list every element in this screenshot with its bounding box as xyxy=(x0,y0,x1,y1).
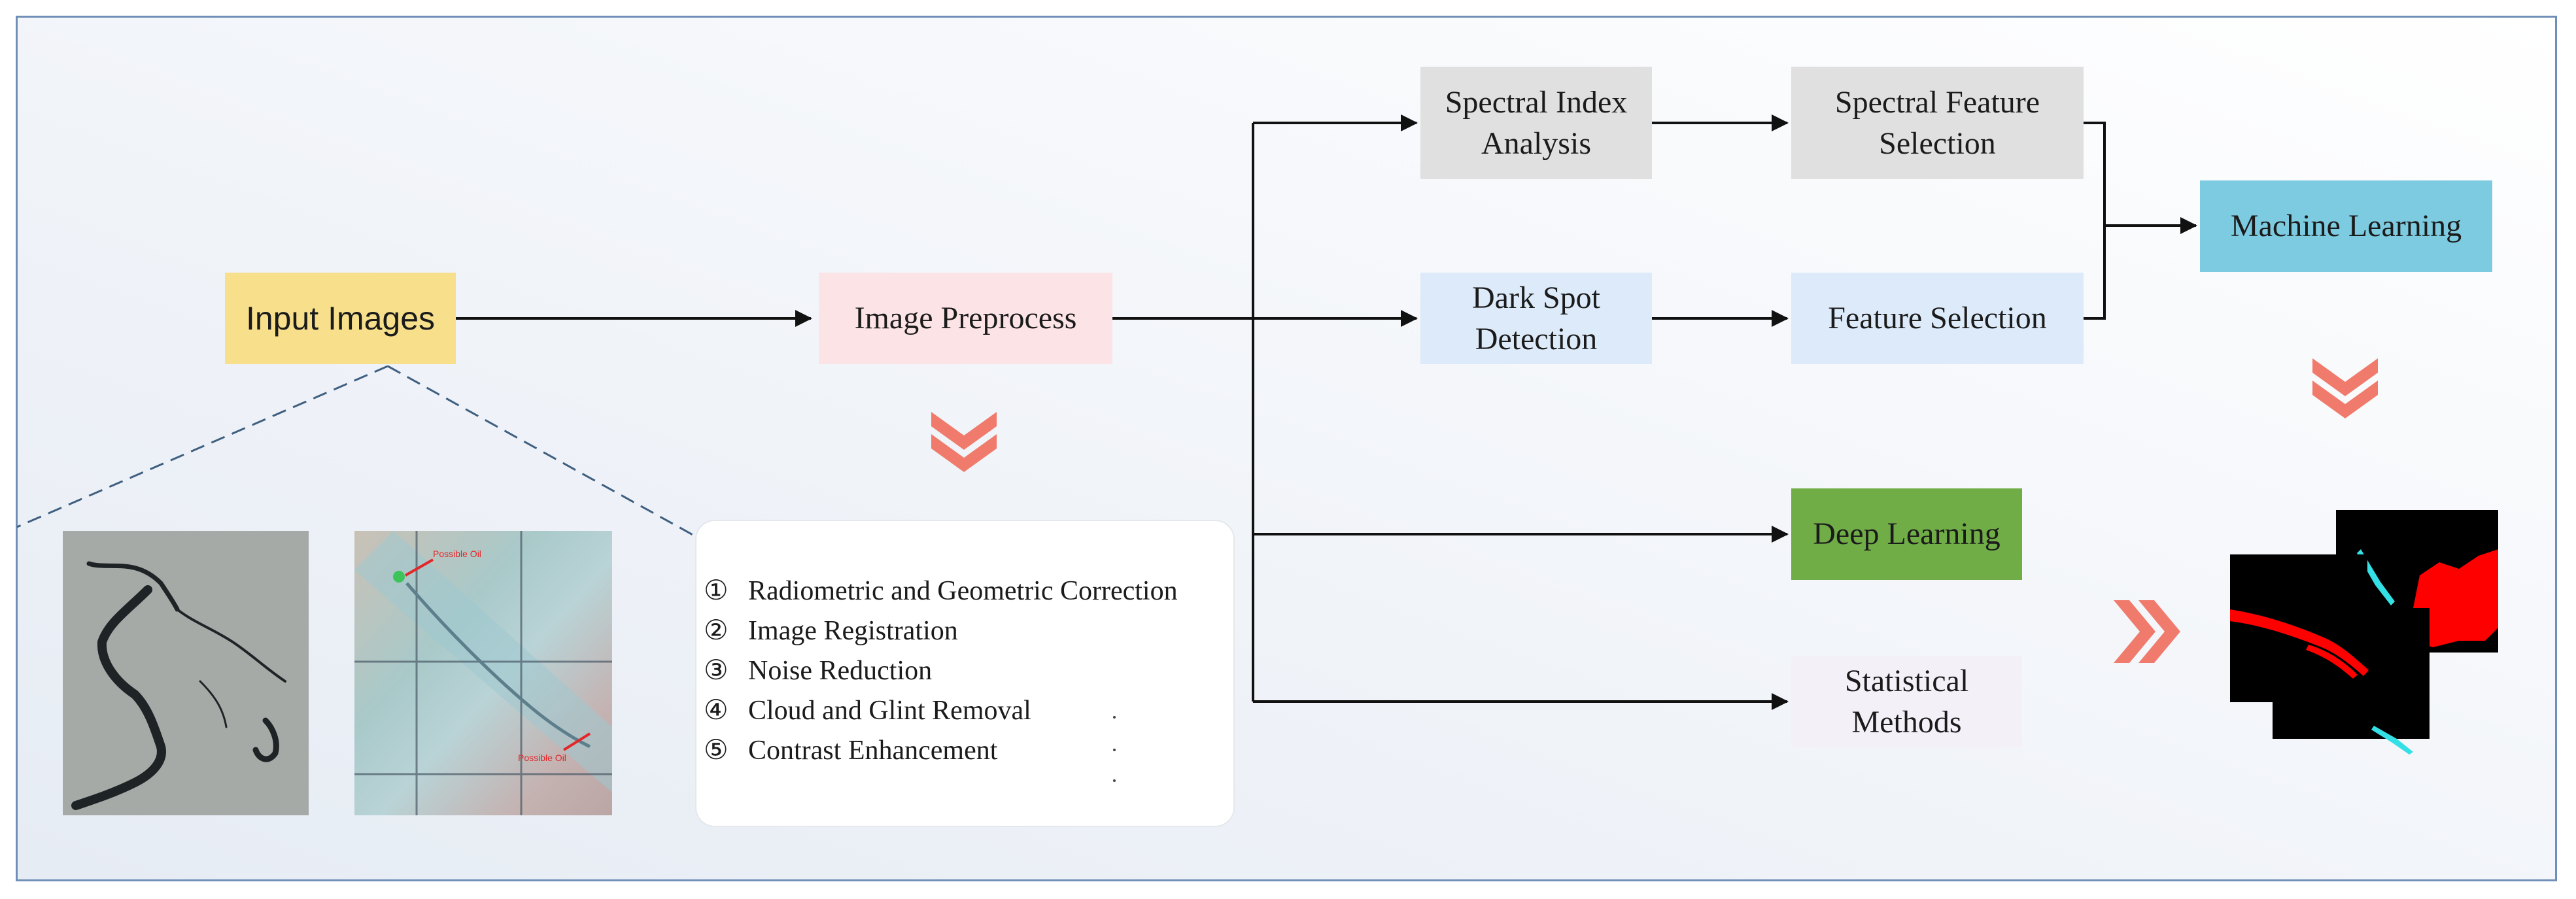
optical-oil-spill-image: Possible Oil Possible Oil xyxy=(354,531,612,815)
step-item: ⑤ Contrast Enhancement xyxy=(704,734,997,766)
image-preprocess-label: Image Preprocess xyxy=(854,301,1077,336)
stray-dot xyxy=(1113,749,1116,751)
optical-label-2: Possible Oil xyxy=(518,753,566,763)
step-item: ② Image Registration xyxy=(704,614,958,647)
zoom-line-left xyxy=(16,365,388,528)
optical-label-1: Possible Oil xyxy=(433,549,481,559)
step-item: ① Radiometric and Geometric Correction xyxy=(704,574,1178,607)
machine-learning-label: Machine Learning xyxy=(2230,209,2462,244)
step-number: ④ xyxy=(704,696,729,726)
step-item: ③ Noise Reduction xyxy=(704,654,932,687)
statistical-methods-label: Statistical Methods xyxy=(1844,663,1969,739)
machine-learning-node: Machine Learning xyxy=(2200,180,2492,272)
dark-spot-detection-label: Dark Spot Detection xyxy=(1472,280,1600,356)
step-label: Radiometric and Geometric Correction xyxy=(748,576,1178,606)
spectral-feature-selection-label: Spectral Feature Selection xyxy=(1834,84,2040,161)
step-number: ⑤ xyxy=(704,736,729,766)
step-label: Noise Reduction xyxy=(748,656,933,686)
step-number: ② xyxy=(704,616,729,646)
spectral-index-analysis-label: Spectral Index Analysis xyxy=(1445,84,1628,161)
stray-dot xyxy=(1113,716,1116,719)
step-number: ③ xyxy=(704,656,729,686)
step-label: Image Registration xyxy=(748,616,958,646)
input-images-label: Input Images xyxy=(245,300,436,337)
image-preprocess-node: Image Preprocess xyxy=(819,273,1112,364)
preprocess-steps-panel xyxy=(695,520,1235,827)
spectral-index-analysis-node: Spectral Index Analysis xyxy=(1420,67,1652,179)
deep-learning-node: Deep Learning xyxy=(1791,488,2022,580)
sar-oil-spill-image xyxy=(63,531,309,815)
step-label: Contrast Enhancement xyxy=(748,736,998,766)
step-label: Cloud and Glint Removal xyxy=(748,696,1031,726)
input-images-node: Input Images xyxy=(225,273,456,364)
statistical-methods-node: Statistical Methods xyxy=(1791,656,2022,747)
feature-selection-label: Feature Selection xyxy=(1828,301,2047,336)
stray-dot xyxy=(1113,779,1116,782)
step-number: ① xyxy=(704,576,729,606)
dark-spot-detection-node: Dark Spot Detection xyxy=(1420,273,1652,364)
feature-selection-node: Feature Selection xyxy=(1791,273,2084,364)
chevron-right-icon-output xyxy=(2114,600,2180,663)
chevron-down-icon-preprocess xyxy=(931,412,997,472)
merge-to-machine-learning xyxy=(2084,122,2196,320)
step-item: ④ Cloud and Glint Removal xyxy=(704,694,1031,726)
zoom-line-right xyxy=(387,365,696,537)
deep-learning-label: Deep Learning xyxy=(1813,517,2001,552)
spectral-feature-selection-node: Spectral Feature Selection xyxy=(1791,67,2084,179)
segmentation-output-maps xyxy=(2224,510,2505,758)
chevron-down-icon-ml xyxy=(2312,358,2378,418)
